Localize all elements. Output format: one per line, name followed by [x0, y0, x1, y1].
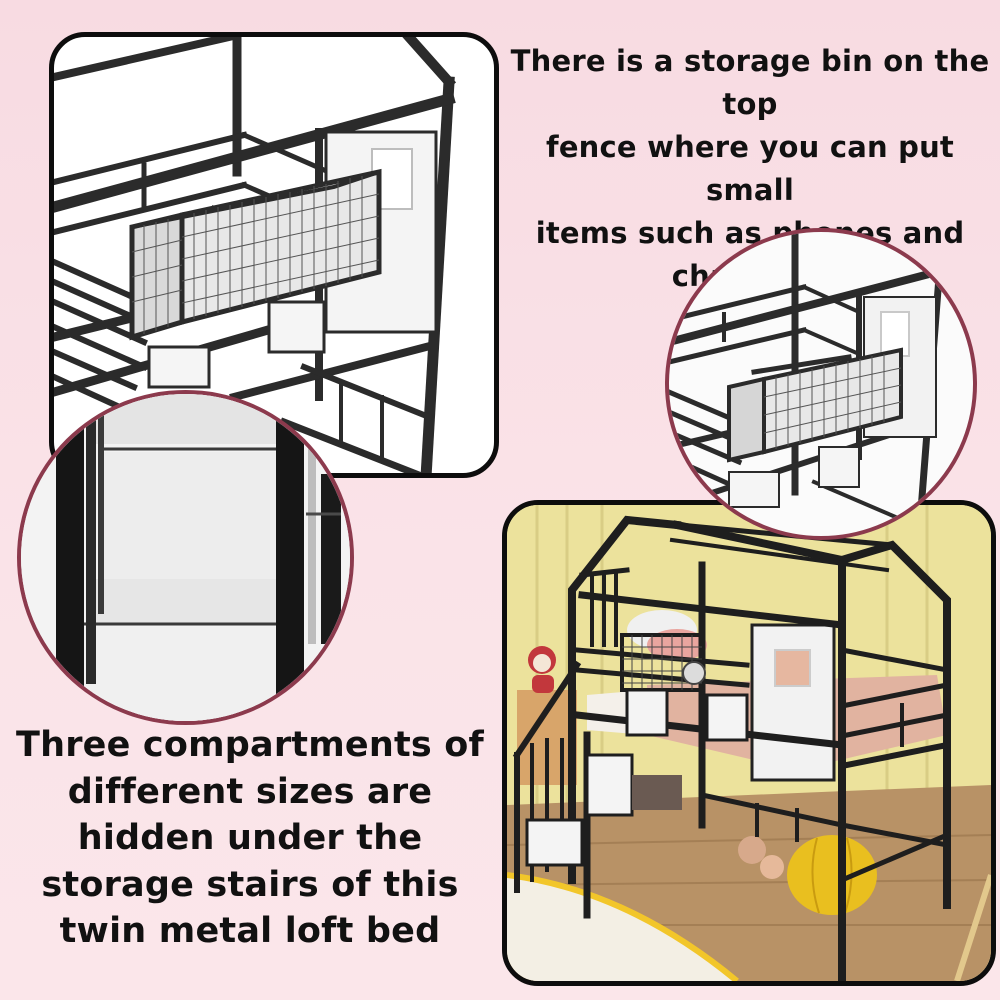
caption-line: storage stairs of this	[41, 864, 459, 905]
loft-bed-room-illustration	[507, 505, 991, 981]
stair-compartments-zoom-circle	[17, 390, 354, 725]
caption-line: There is a storage bin on the top	[510, 44, 990, 121]
caption-line: Three compartments of	[16, 725, 484, 765]
stair-storage-caption: Three compartments of different sizes ar…	[0, 722, 500, 955]
caption-line: different sizes are	[67, 771, 433, 812]
storage-bin-caption: There is a storage bin on the top fence …	[500, 40, 1000, 298]
stair-compartments-detail-illustration	[21, 394, 350, 721]
storage-bin-zoom-circle	[665, 228, 977, 540]
caption-line: hidden under the	[77, 818, 423, 858]
storage-bin-detail-illustration	[669, 232, 943, 536]
loft-bed-room-photo	[502, 500, 996, 986]
loft-bed-render-illustration	[54, 37, 457, 473]
caption-line: twin metal loft bed	[59, 911, 441, 951]
caption-line: fence where you can put small	[546, 130, 954, 207]
